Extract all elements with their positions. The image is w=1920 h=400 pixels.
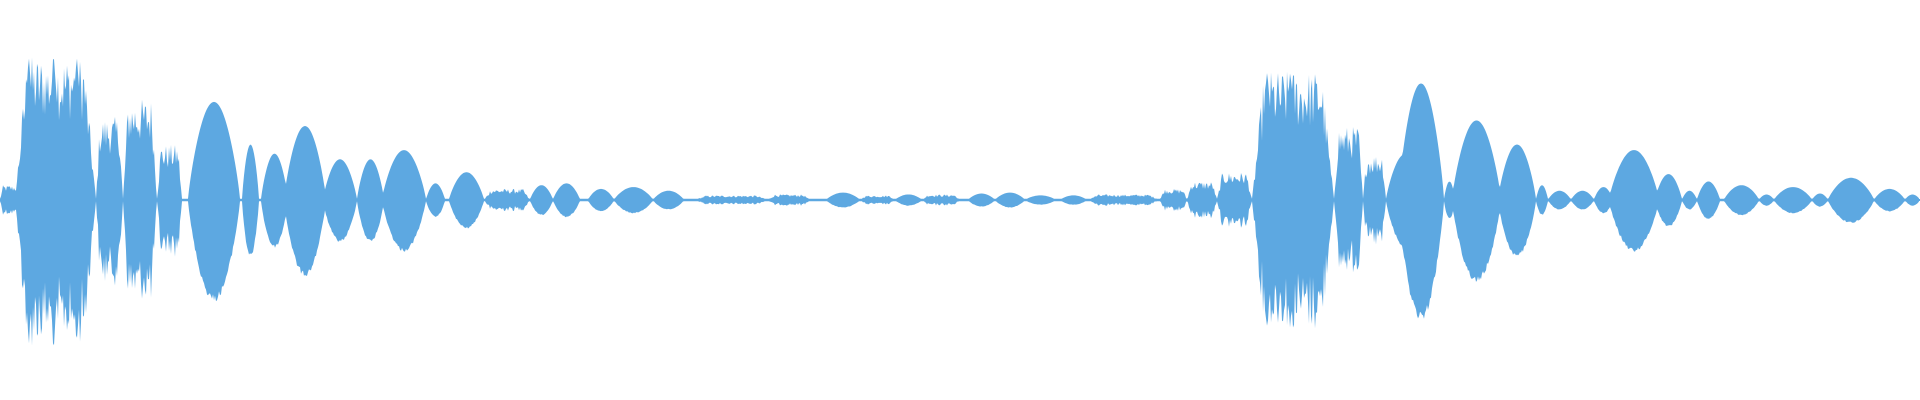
waveform-shape	[0, 57, 1920, 346]
waveform-envelope	[0, 57, 1919, 346]
waveform-centerline	[0, 199, 1920, 201]
